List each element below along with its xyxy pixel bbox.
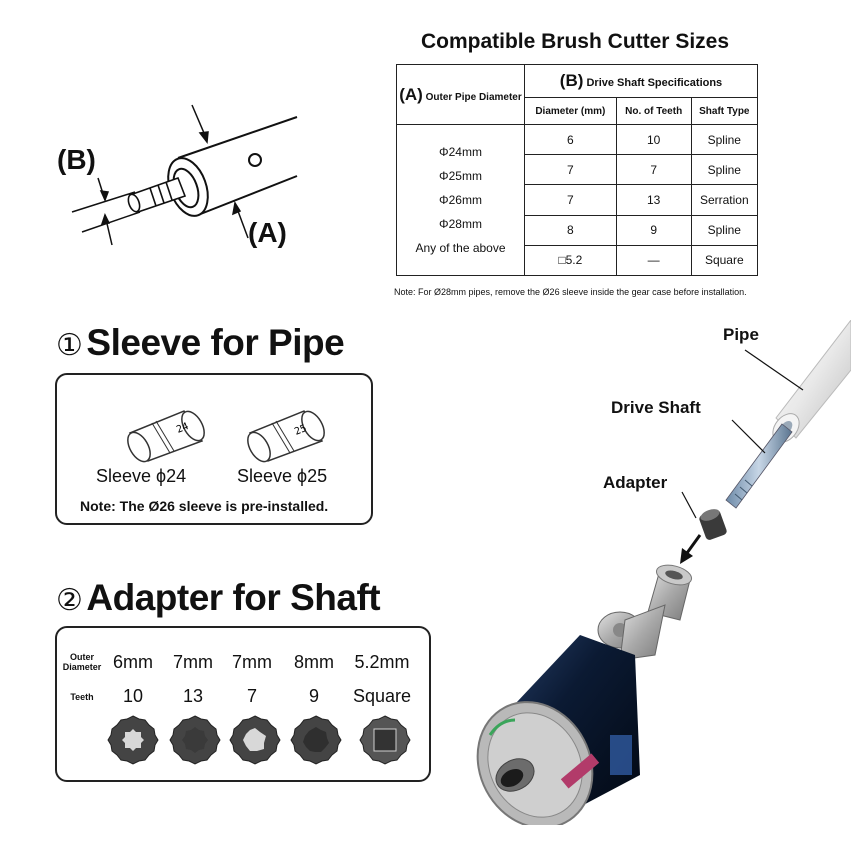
- cell-diameter: 8: [524, 214, 617, 246]
- cell-diameter: 7: [524, 154, 617, 186]
- spec-table: (A) Outer Pipe Diameter (B) Drive Shaft …: [396, 64, 759, 277]
- cell-teeth: —: [615, 244, 692, 277]
- cell-teeth: 10: [615, 123, 692, 156]
- gear-head-photo: [597, 564, 693, 661]
- cell-type: Square: [690, 244, 759, 277]
- adapter-callout: Adapter: [603, 473, 668, 492]
- cell-diameter: 6: [524, 123, 617, 156]
- header-teeth: No. of Teeth: [615, 97, 692, 125]
- table-note: Note: For Ø28mm pipes, remove the Ø26 sl…: [394, 287, 747, 297]
- adapter-diameter: 7mm: [173, 652, 213, 672]
- outer-diameter-label: Outer Diameter: [57, 652, 107, 672]
- sleeve-24-label: Sleeve ϕ24: [96, 466, 187, 486]
- assembly-illustration: [476, 320, 851, 825]
- section-number: ②: [56, 584, 83, 617]
- cell-diameter: □5.2: [524, 244, 617, 277]
- table-title: Compatible Brush Cutter Sizes: [420, 30, 730, 53]
- table-row: 7 13 Serration: [397, 184, 759, 216]
- table-row: Φ24mm Φ25mm Φ26mm Φ28mm Any of the above…: [396, 123, 759, 276]
- teeth-label: Teeth: [70, 692, 94, 702]
- adapter-diameter: 5.2mm: [354, 652, 410, 672]
- cell-type: Spline: [690, 154, 759, 186]
- arrow-down-left-icon: [680, 534, 702, 564]
- table-row: □5.2 — Square: [397, 244, 759, 277]
- gear-13-icon: [169, 715, 221, 765]
- cell-type: Serration: [690, 184, 759, 216]
- motor-photo: [476, 635, 640, 825]
- drive-shaft-photo: [725, 423, 793, 509]
- label-a: (A): [248, 217, 287, 248]
- shaft-drawing: [127, 176, 187, 213]
- header-shaft-type: Shaft Type: [690, 97, 759, 125]
- gear-9-icon: [290, 715, 342, 765]
- col-b-letter: (B): [559, 71, 584, 90]
- section-title-text: Sleeve for Pipe: [86, 322, 345, 363]
- outer-label-line: Diameter: [62, 662, 102, 672]
- cell-teeth: 7: [615, 154, 692, 186]
- adapter-diameter: 6mm: [113, 652, 153, 672]
- gear-square-icon: [359, 715, 411, 765]
- col-b-header: (B) Drive Shaft Specifications: [524, 64, 758, 98]
- adapter-teeth: 7: [246, 686, 257, 706]
- adapter-teeth: 13: [182, 686, 204, 706]
- sleeve-stamp: 24: [175, 421, 190, 436]
- cell-type: Spline: [690, 123, 759, 156]
- cell-diameter: 7: [524, 184, 617, 216]
- section-number: ①: [56, 329, 83, 362]
- sleeve-25-icon: 25: [247, 410, 325, 463]
- section-title-text: Adapter for Shaft: [86, 577, 381, 618]
- adapter-photo: [699, 509, 727, 540]
- dimension-lines: [71, 104, 249, 246]
- label-b: (B): [57, 144, 96, 175]
- pipe-size: Φ25mm: [439, 169, 482, 183]
- gear-7-icon: [229, 715, 281, 765]
- sleeve-25-label: Sleeve ϕ25: [237, 466, 328, 486]
- sleeve-24-icon: 24: [127, 410, 205, 463]
- drive-shaft-leader-line: [731, 419, 766, 454]
- pipe-size: Φ24mm: [439, 145, 482, 159]
- adapter-teeth: 9: [308, 686, 319, 706]
- pipe-shaft-diagram: [71, 104, 298, 246]
- cell-teeth: 9: [615, 214, 692, 246]
- col-a-header: (A) Outer Pipe Diameter: [396, 64, 525, 125]
- pipe-drawing: [167, 116, 298, 217]
- adapter-gear-icons: [107, 715, 411, 765]
- header-diameter: Diameter (mm): [524, 97, 617, 125]
- col-a-label: Outer Pipe Diameter: [425, 91, 522, 103]
- adapter-leader-line: [681, 491, 697, 519]
- drive-shaft-callout: Drive Shaft: [611, 398, 701, 417]
- pipe-size: Any of the above: [415, 241, 506, 255]
- sleeve-note: Note: The Ø26 sleeve is pre-installed.: [80, 498, 329, 514]
- cell-teeth: 13: [615, 184, 692, 216]
- pipe-sizes-cell: Φ24mm Φ25mm Φ26mm Φ28mm Any of the above: [396, 124, 525, 276]
- pipe-size: Φ28mm: [439, 217, 482, 231]
- adapter-teeth: Square: [352, 686, 412, 706]
- adapter-diameter: 7mm: [232, 652, 272, 672]
- outer-label-line: Outer: [69, 652, 94, 662]
- table-row: 7 7 Spline: [397, 154, 759, 186]
- pipe-callout: Pipe: [723, 325, 759, 344]
- sleeve-box: [55, 373, 373, 525]
- adapter-diameter: 8mm: [294, 652, 334, 672]
- pipe-size: Φ26mm: [439, 193, 482, 207]
- cell-type: Spline: [690, 214, 759, 246]
- pipe-leader-line: [744, 349, 804, 391]
- sleeve-stamp: 25: [293, 423, 308, 438]
- col-a-letter: (A): [399, 84, 423, 104]
- adapter-teeth: 10: [122, 686, 144, 706]
- col-b-label: Drive Shaft Specifications: [586, 77, 723, 89]
- gear-10-icon: [107, 715, 159, 765]
